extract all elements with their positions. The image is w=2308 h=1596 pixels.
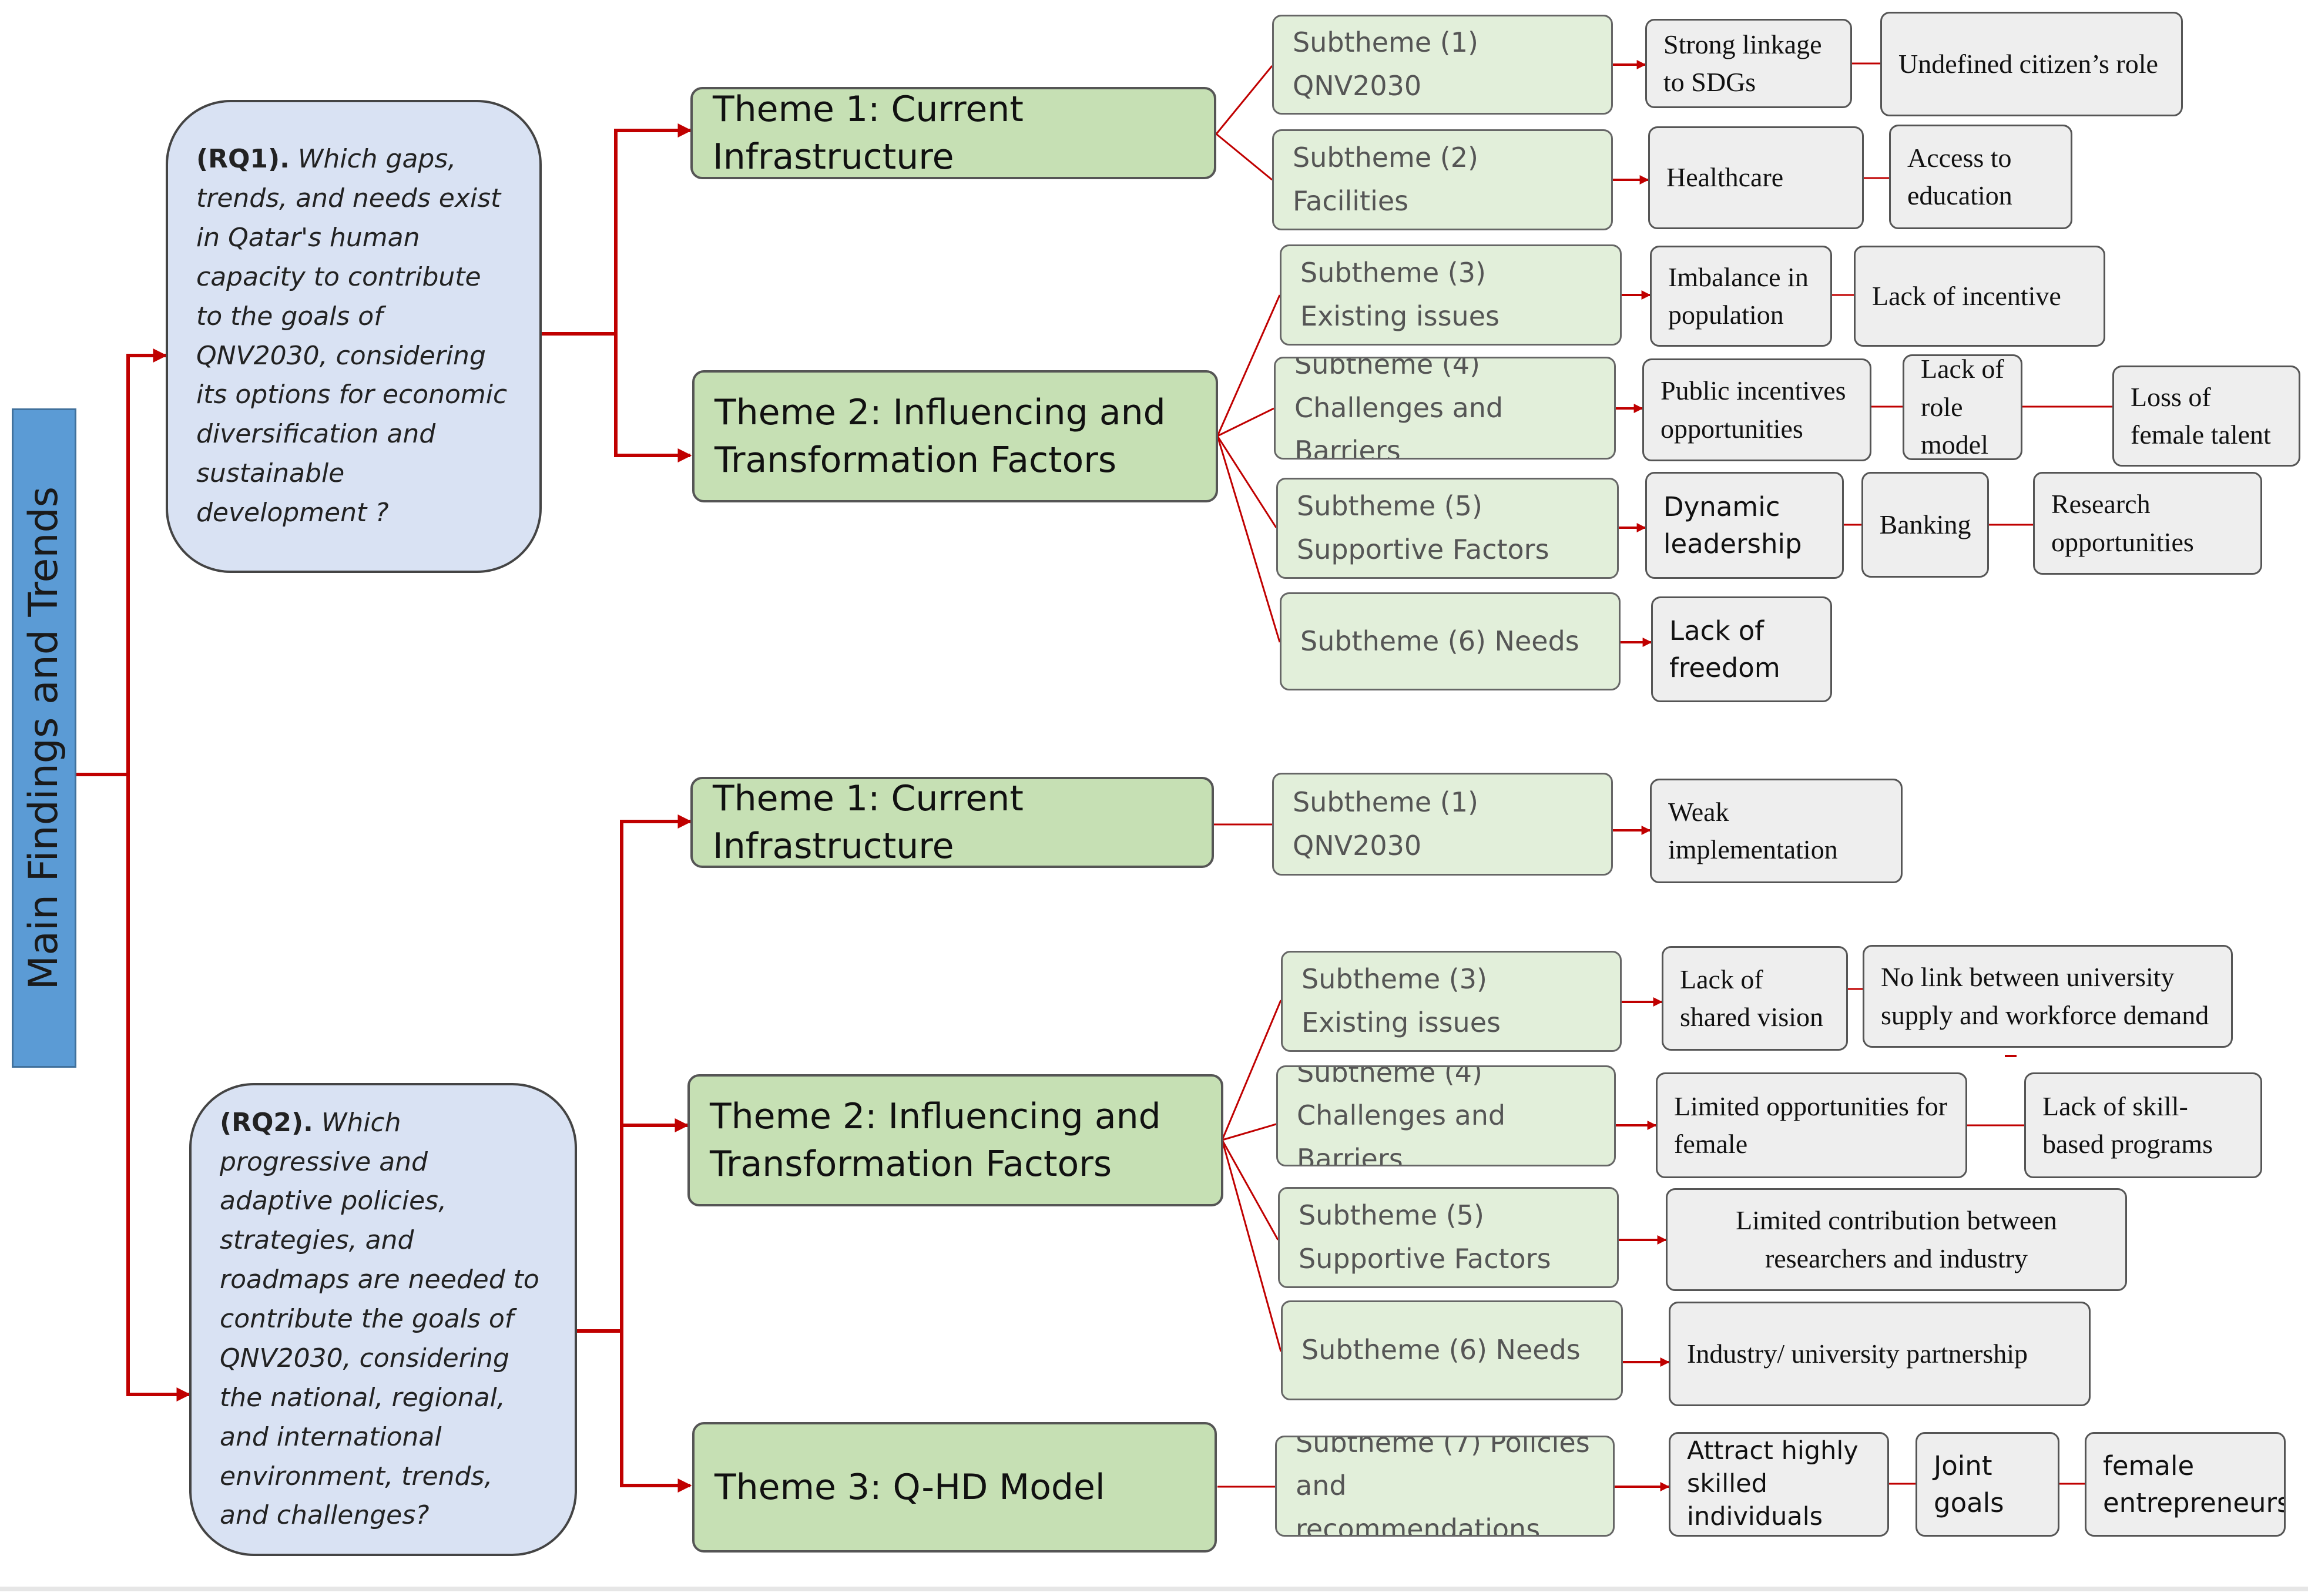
main-title: Main Findings and Trends xyxy=(20,486,67,990)
detail-box: Lack of shared vision xyxy=(1662,946,1848,1051)
rq2-subtheme-5: Subtheme (5) Supportive Factors xyxy=(1278,1187,1619,1288)
subtheme-label: Subtheme (6) Needs xyxy=(1300,625,1579,657)
subtheme-label: Subtheme (1) QNV2030 xyxy=(1293,786,1478,861)
detail-text: Limited opportunities for female xyxy=(1674,1091,1948,1159)
detail-text: Limited contribution between researchers… xyxy=(1736,1205,2057,1273)
detail-text: Lack of freedom xyxy=(1669,615,1780,683)
rq2-label: (RQ2). xyxy=(220,1107,313,1138)
detail-box: Undefined citizen’s role xyxy=(1880,12,2183,116)
rq2-theme-3: Theme 3: Q-HD Model xyxy=(692,1422,1217,1553)
rq1-subtheme-3: Subtheme (3) Existing issues xyxy=(1280,244,1622,346)
detail-box: Research opportunities xyxy=(2033,472,2262,575)
rq2-question: Which progressive and adaptive policies,… xyxy=(220,1107,539,1531)
subtheme-label: Subtheme (5) Supportive Factors xyxy=(1297,490,1549,565)
subtheme-label: Subtheme (2) Facilities xyxy=(1293,142,1478,217)
rq2-theme-1: Theme 1: Current Infrastructure xyxy=(690,777,1214,868)
theme-subtheme-connectors xyxy=(1214,65,1282,1488)
detail-box: No link between university supply and wo… xyxy=(1863,945,2233,1048)
rq1-subtheme-1: Subtheme (1) QNV2030 xyxy=(1272,15,1613,115)
detail-box: Banking xyxy=(1861,472,1989,578)
rq2-subtheme-6: Subtheme (6) Needs xyxy=(1281,1300,1623,1400)
theme-label: Theme 1: Current Infrastructure xyxy=(713,777,1024,867)
bottom-divider xyxy=(0,1587,2308,1591)
subtheme-label: Subtheme (6) Needs xyxy=(1301,1334,1581,1366)
detail-box: Limited contribution between researchers… xyxy=(1666,1188,2127,1291)
subtheme-label: Subtheme (4) Challenges and Barriers xyxy=(1294,357,1504,460)
rq1-subtheme-6: Subtheme (6) Needs xyxy=(1280,592,1621,690)
detail-text: Public incentives opportunities xyxy=(1660,375,1846,444)
detail-text: Dynamic leadership xyxy=(1663,491,1802,559)
detail-box: Healthcare xyxy=(1648,126,1864,229)
rq1-box: (RQ1). Which gaps, trends, and needs exi… xyxy=(166,100,542,573)
theme-label: Theme 1: Current Infrastructure xyxy=(713,88,1024,177)
rq2-box: (RQ2). Which progressive and adaptive po… xyxy=(189,1083,577,1556)
theme-label: Theme 3: Q-HD Model xyxy=(714,1466,1105,1508)
rq2-theme-2: Theme 2: Influencing and Transformation … xyxy=(687,1074,1223,1206)
rq1-theme-2: Theme 2: Influencing and Transformation … xyxy=(692,370,1218,502)
detail-text: Undefined citizen’s role xyxy=(1898,48,2158,79)
detail-text: Weak implementation xyxy=(1668,796,1838,864)
detail-text: Lack of incentive xyxy=(1872,280,2061,311)
detail-box: Lack of freedom xyxy=(1651,596,1832,702)
detail-text: No link between university supply and wo… xyxy=(1881,962,2209,1030)
rq2-subtheme-4: Subtheme (4) Challenges and Barriers xyxy=(1276,1065,1616,1166)
rq1-question: Which gaps, trends, and needs exist in Q… xyxy=(196,144,508,528)
detail-box: Strong linkage to SDGs xyxy=(1645,19,1852,108)
subtheme-label: Subtheme (3) Existing issues xyxy=(1300,257,1499,332)
detail-text: Imbalance in population xyxy=(1668,261,1809,330)
rq2-text: (RQ2). Which progressive and adaptive po… xyxy=(220,1104,546,1536)
detail-text: Lack of shared vision xyxy=(1680,964,1824,1032)
detail-box: Imbalance in population xyxy=(1650,246,1832,347)
subtheme-label: Subtheme (1) QNV2030 xyxy=(1293,26,1478,102)
detail-box: Limited opportunities for female xyxy=(1656,1072,1967,1178)
rq2-subtheme-7: Subtheme (7) Policies and recommendation… xyxy=(1275,1436,1615,1537)
detail-text: Lack of skill-based programs xyxy=(2042,1091,2213,1159)
subtheme-label: Subtheme (3) Existing issues xyxy=(1301,963,1501,1038)
detail-box: Joint goals xyxy=(1915,1432,2059,1537)
detail-box: female entrepreneurs xyxy=(2085,1432,2286,1537)
detail-text: Access to education xyxy=(1907,142,2012,210)
rq1-theme-1: Theme 1: Current Infrastructure xyxy=(690,87,1216,179)
root-connectors xyxy=(75,123,692,1493)
detail-box: Lack of incentive xyxy=(1854,246,2105,347)
detail-text: Strong linkage to SDGs xyxy=(1663,29,1822,97)
detail-text: Joint goals xyxy=(1934,1450,2004,1518)
theme-label: Theme 2: Influencing and Transformation … xyxy=(710,1095,1161,1185)
rq2-subtheme-3: Subtheme (3) Existing issues xyxy=(1281,951,1622,1052)
theme-label: Theme 2: Influencing and Transformation … xyxy=(714,391,1166,481)
detail-text: Research opportunities xyxy=(2051,489,2194,557)
detail-text: Attract highly skilled individuals xyxy=(1687,1436,1859,1531)
rq1-subtheme-5: Subtheme (5) Supportive Factors xyxy=(1276,478,1619,579)
detail-box: Public incentives opportunities xyxy=(1642,358,1871,461)
rq1-text: (RQ1). Which gaps, trends, and needs exi… xyxy=(196,140,511,533)
detail-box: Access to education xyxy=(1889,125,2072,229)
main-title-bar: Main Findings and Trends xyxy=(12,408,76,1068)
rq1-subtheme-4: Subtheme (4) Challenges and Barriers xyxy=(1274,357,1616,460)
rq1-label: (RQ1). xyxy=(196,144,290,175)
detail-text: Lack of role model xyxy=(1921,354,2004,460)
detail-text: Banking xyxy=(1879,509,1971,539)
subtheme-detail-arrows xyxy=(1613,60,1670,1491)
detail-box: Industry/ university partnership xyxy=(1669,1302,2091,1406)
detail-box: Lack of role model xyxy=(1903,354,2022,460)
detail-detail-connectors xyxy=(1832,62,2112,1485)
detail-text: Loss of female talent xyxy=(2131,381,2271,450)
detail-text: Industry/ university partnership xyxy=(1687,1338,2028,1369)
detail-text: female entrepreneurs xyxy=(2103,1450,2286,1518)
rq2-subtheme-1: Subtheme (1) QNV2030 xyxy=(1272,773,1613,876)
subtheme-label: Subtheme (5) Supportive Factors xyxy=(1299,1199,1551,1275)
subtheme-label: Subtheme (7) Policies and recommendation… xyxy=(1296,1436,1590,1537)
detail-box: Lack of skill-based programs xyxy=(2024,1072,2262,1178)
detail-box: Weak implementation xyxy=(1650,779,1903,883)
rq1-subtheme-2: Subtheme (2) Facilities xyxy=(1272,129,1613,230)
subtheme-label: Subtheme (4) Challenges and Barriers xyxy=(1297,1065,1506,1166)
detail-box: Attract highly skilled individuals xyxy=(1669,1432,1889,1537)
detail-box: Dynamic leadership xyxy=(1645,472,1844,579)
detail-box: Loss of female talent xyxy=(2112,366,2300,467)
detail-text: Healthcare xyxy=(1666,162,1784,193)
